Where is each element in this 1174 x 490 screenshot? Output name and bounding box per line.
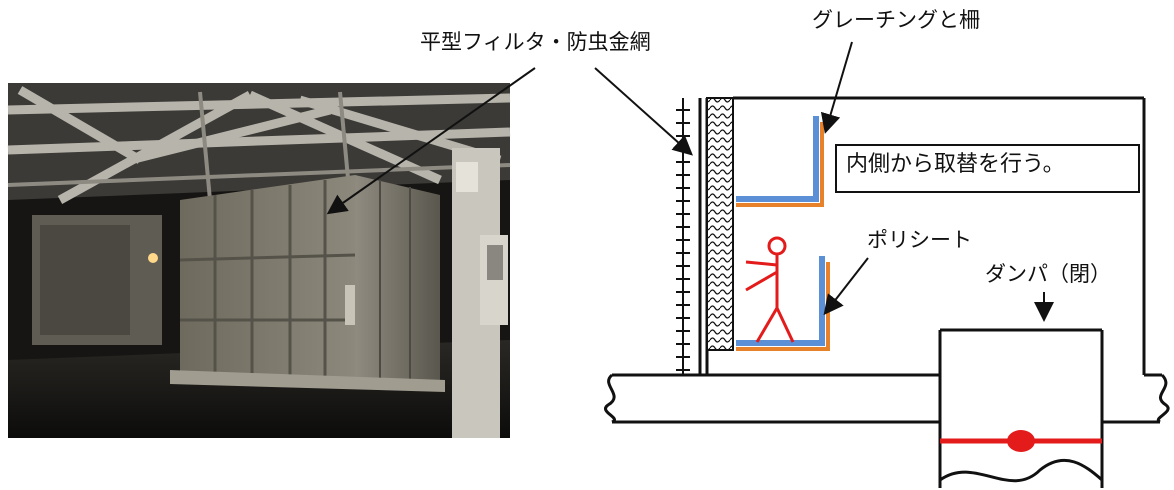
polysheet-lower bbox=[736, 256, 830, 351]
filter-label: 平型フィルタ・防虫金網 bbox=[420, 30, 651, 54]
roof-trusses bbox=[7, 86, 511, 204]
polysheet-label: ポリシート bbox=[867, 228, 972, 252]
note-box bbox=[835, 144, 1140, 193]
grating-upper bbox=[736, 116, 824, 207]
note-text: 内側から取替を行う。 bbox=[846, 152, 1065, 177]
duct-shaft bbox=[938, 328, 1104, 488]
photo-filter-unit-front bbox=[180, 175, 355, 380]
photo-filter-panels bbox=[179, 180, 356, 379]
person-stick-figure-icon bbox=[745, 236, 795, 343]
pointer-arrow-icon bbox=[326, 41, 1054, 322]
flat-filter-mesh bbox=[706, 97, 734, 351]
photo-filter-unit-side bbox=[355, 175, 440, 385]
insect-screen bbox=[676, 98, 690, 375]
photo-lamp bbox=[148, 253, 158, 263]
damper-label: ダンパ（閉） bbox=[985, 262, 1111, 286]
grating-label: グレーチングと柵 bbox=[812, 8, 980, 32]
damper bbox=[940, 430, 1102, 452]
